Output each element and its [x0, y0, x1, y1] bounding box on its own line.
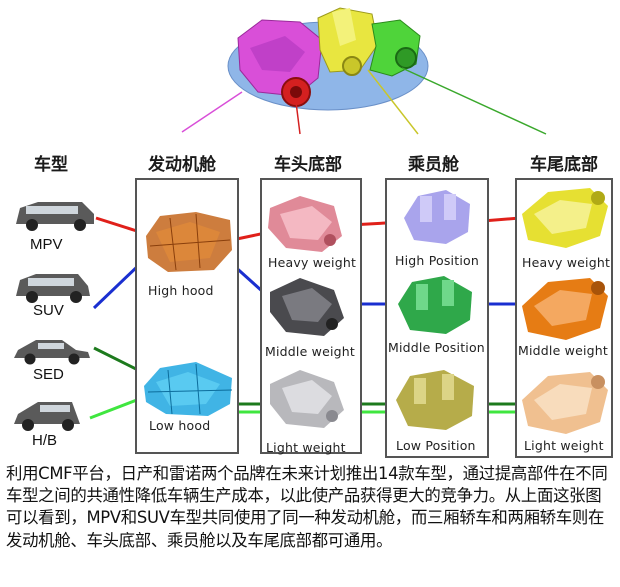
- middle-front-underbody-image: [270, 278, 344, 336]
- rear-underbody-middle-label: Middle weight: [518, 343, 609, 358]
- vehicle-label-sed: SED: [33, 366, 64, 383]
- header-front-underbody: 车头底部: [274, 155, 342, 175]
- rear-underbody-light-label: Light weight: [524, 438, 604, 453]
- cockpit-low-position-label: Low Position: [396, 438, 476, 453]
- low-hood-engine-bay-image: [144, 362, 233, 416]
- hatchback-car-icon: [14, 402, 80, 431]
- description-paragraph: 利用CMF平台，日产和雷诺两个品牌在未来计划推出14款车型，通过提高部件在不同车…: [6, 464, 608, 550]
- exploded-car-illustration: [181, 7, 547, 135]
- mpv-car-icon: [16, 202, 94, 231]
- vehicle-icons: [14, 202, 94, 431]
- header-vehicle-type: 车型: [34, 155, 68, 175]
- vehicle-label-hb: H/B: [32, 432, 58, 449]
- sedan-car-icon: [14, 340, 90, 365]
- cockpit-middle-position-label: Middle Position: [388, 340, 485, 355]
- header-cockpit: 乘员舱: [408, 155, 459, 175]
- header-rear-underbody: 车尾底部: [530, 155, 598, 175]
- heavy-front-underbody-image: [268, 196, 342, 252]
- suv-car-icon: [16, 274, 90, 303]
- middle-position-cockpit-image: [398, 276, 472, 334]
- header-engine-bay: 发动机舱: [148, 155, 216, 175]
- high-hood-engine-bay-image: [146, 212, 232, 272]
- high-position-cockpit-image: [404, 190, 470, 244]
- front-underbody-heavy-label: Heavy weight: [268, 255, 357, 270]
- vehicle-label-mpv: MPV: [30, 236, 63, 253]
- heavy-rear-underbody-image: [522, 188, 608, 248]
- light-rear-underbody-image: [522, 372, 608, 434]
- front-underbody-middle-label: Middle weight: [265, 344, 356, 359]
- engine-bay-low-hood-label: Low hood: [149, 418, 211, 433]
- rear-underbody-heavy-label: Heavy weight: [522, 255, 611, 270]
- cockpit-high-position-label: High Position: [395, 253, 479, 268]
- low-position-cockpit-image: [396, 370, 474, 430]
- vehicle-label-suv: SUV: [33, 302, 64, 319]
- light-front-underbody-image: [270, 370, 344, 428]
- front-underbody-light-label: Light weight: [266, 440, 346, 455]
- middle-rear-underbody-image: [522, 278, 608, 340]
- engine-bay-high-hood-label: High hood: [148, 283, 214, 298]
